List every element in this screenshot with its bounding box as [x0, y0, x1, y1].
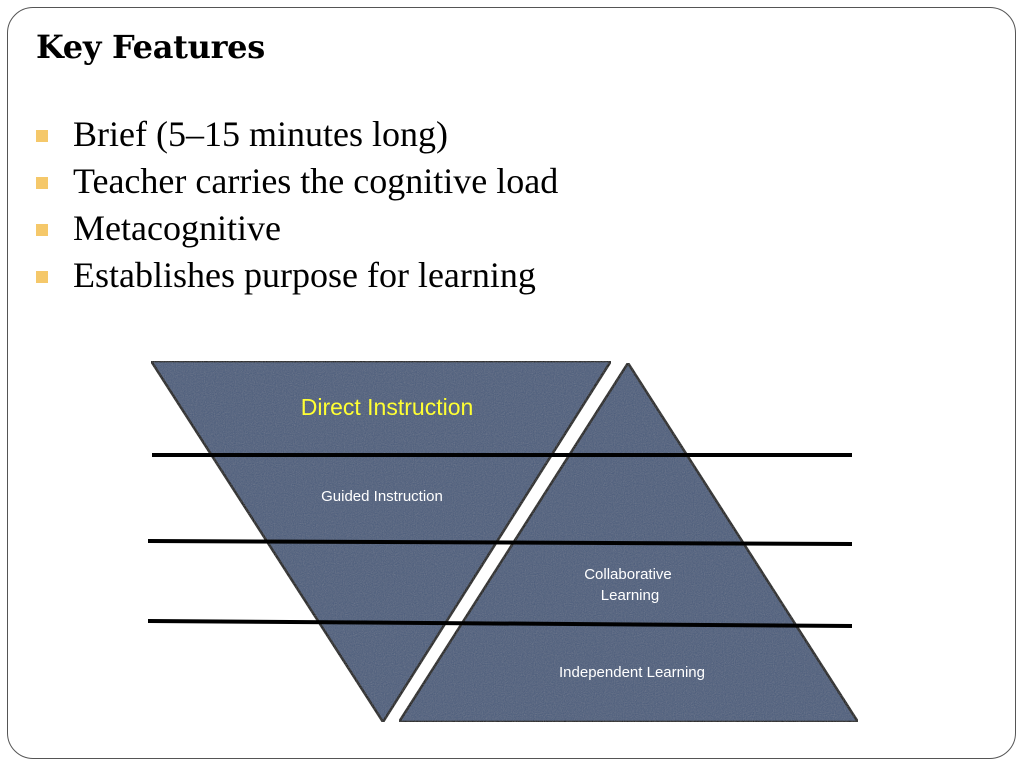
bullet-list: Brief (5–15 minutes long) Teacher carrie…	[36, 98, 558, 310]
square-bullet-icon	[36, 176, 48, 189]
square-bullet-icon	[36, 270, 48, 283]
bullet-text: Metacognitive	[73, 207, 281, 248]
level-label-collaborative-learning-line2: Learning	[601, 587, 659, 604]
bullet-text: Teacher carries the cognitive load	[73, 160, 559, 201]
divider-line	[147, 619, 853, 628]
bullet-item: Establishes purpose for learning	[36, 239, 558, 310]
bullet-item: Brief (5–15 minutes long)	[36, 98, 558, 169]
slide-title: Key Features	[36, 28, 265, 66]
bullet-text: Establishes purpose for learning	[73, 254, 536, 295]
level-label-collaborative-learning-line1: Collaborative	[584, 566, 672, 583]
bullet-item: Metacognitive	[36, 192, 558, 263]
level-label-guided-instruction: Guided Instruction	[321, 488, 443, 505]
level-label-independent-learning: Independent Learning	[559, 664, 705, 681]
level-label-direct-instruction: Direct Instruction	[301, 394, 474, 420]
square-bullet-icon	[36, 129, 48, 142]
bullet-text: Brief (5–15 minutes long)	[73, 113, 448, 154]
bullet-item: Teacher carries the cognitive load	[36, 145, 558, 216]
divider-line	[147, 539, 853, 546]
square-bullet-icon	[36, 223, 48, 236]
